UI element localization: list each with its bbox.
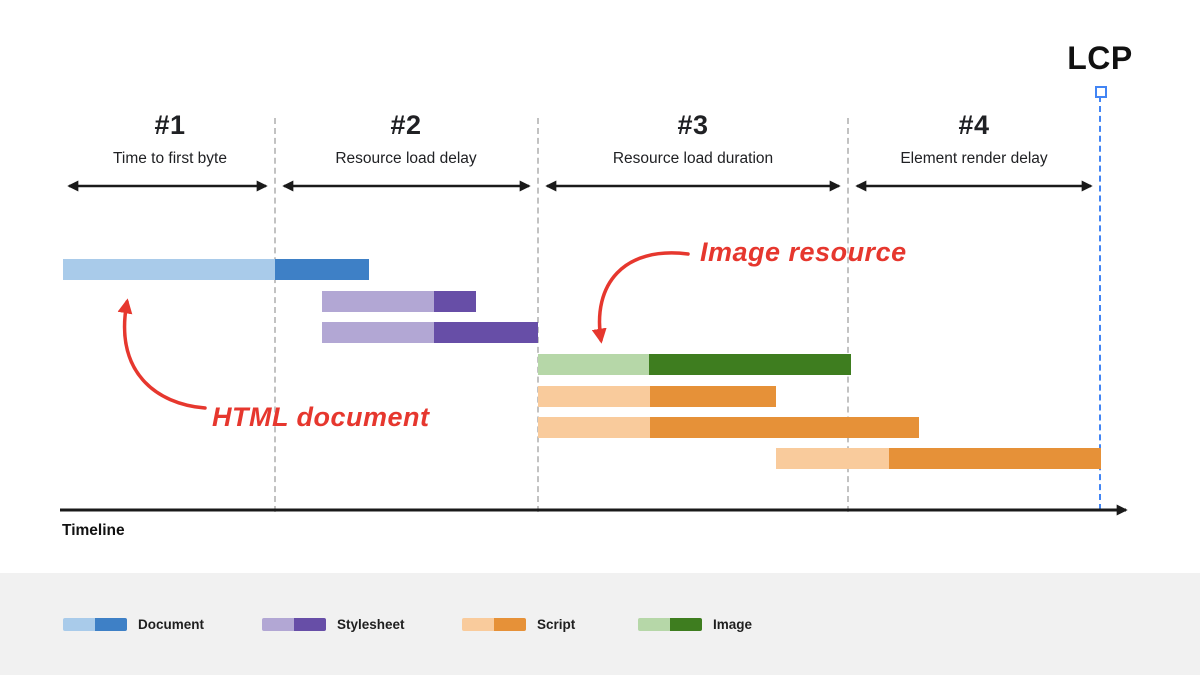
phase-header-3: #3 Resource load duration — [543, 110, 843, 168]
legend-item-document: Document — [63, 617, 204, 632]
legend-item-image: Image — [638, 617, 752, 632]
bar-stylesheet-segment-dark — [434, 322, 538, 343]
phase-separator-1 — [274, 118, 276, 512]
bar-script-segment-light — [538, 417, 650, 438]
phase-label: Time to first byte — [113, 150, 227, 167]
lcp-marker-handle — [1095, 86, 1107, 98]
bar-image-segment-light — [538, 354, 649, 375]
phase-header-1: #1 Time to first byte — [60, 110, 280, 168]
image-swatch — [638, 618, 702, 631]
html-document-arrow — [117, 298, 207, 410]
phase-number: #3 — [677, 110, 709, 140]
legend-item-stylesheet: Stylesheet — [262, 617, 405, 632]
bar-script-segment-dark — [889, 448, 1101, 469]
legend: Document Stylesheet Script Image — [0, 573, 1200, 675]
phase-separator-3 — [847, 118, 849, 512]
document-swatch — [63, 618, 127, 631]
phase-label: Resource load delay — [335, 150, 477, 167]
phase-header-2: #2 Resource load delay — [276, 110, 536, 168]
stylesheet-swatch — [262, 618, 326, 631]
bar-image-segment-dark — [649, 354, 851, 375]
phase-label: Resource load duration — [612, 150, 774, 167]
image-resource-arrow — [591, 251, 690, 344]
bar-document-segment-light — [63, 259, 275, 280]
legend-item-script: Script — [462, 617, 575, 632]
bar-script-segment-light — [538, 386, 650, 407]
bar-script-segment-dark — [650, 417, 919, 438]
bar-script-segment-dark — [650, 386, 776, 407]
phase-number: #2 — [390, 110, 422, 140]
legend-label: Document — [138, 617, 205, 632]
phase-label: Element render delay — [900, 150, 1048, 167]
legend-label: Stylesheet — [337, 617, 405, 632]
legend-label: Script — [537, 617, 576, 632]
bar-stylesheet-segment-dark — [434, 291, 476, 312]
phase-separator-2 — [537, 118, 539, 512]
annotation-html-document: HTML document — [212, 402, 430, 432]
lcp-title: LCP — [1067, 40, 1133, 76]
phase-header-4: #4 Element render delay — [849, 110, 1099, 168]
annotation-image-resource: Image resource — [700, 237, 907, 267]
bar-document-segment-dark — [275, 259, 369, 280]
timeline-label: Timeline — [62, 522, 125, 539]
bar-stylesheet-segment-light — [322, 322, 434, 343]
phase-number: #4 — [958, 110, 990, 140]
bar-stylesheet-segment-light — [322, 291, 434, 312]
legend-label: Image — [713, 617, 753, 632]
lcp-marker-line — [1099, 96, 1101, 510]
bar-script-segment-light — [776, 448, 889, 469]
script-swatch — [462, 618, 526, 631]
phase-number: #1 — [154, 110, 186, 140]
